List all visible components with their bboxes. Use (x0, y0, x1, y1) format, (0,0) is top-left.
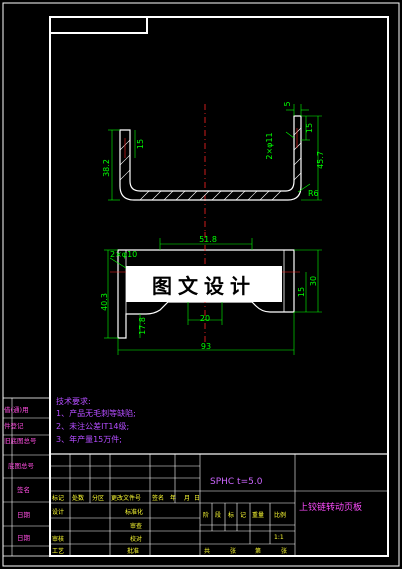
note-item-1: 1、产品无毛刺等缺陷; (56, 408, 136, 418)
lbl-proof: 审查 (130, 522, 142, 530)
note-item-3: 3、年产量15万件; (56, 434, 122, 444)
dim-hole-spec-plan: 2×φ10 (110, 250, 137, 259)
top-section-view: 38.2 15 45.7 15 5 2×φ11 R6 (102, 101, 325, 232)
sheet-total-unit: 张 (230, 547, 236, 555)
lbl-approve: 批准 (127, 547, 139, 555)
dim-right-flange: 15 (305, 123, 314, 133)
lbl-standardize: 标准化 (125, 508, 143, 516)
watermark-box (126, 266, 282, 302)
lbl-review: 审核 (52, 535, 64, 543)
dim-overall-width: 93 (201, 342, 211, 351)
dim-overall-height: 45.7 (316, 151, 325, 169)
top-left-tab (50, 17, 148, 34)
plan-dimension-lines (104, 238, 322, 355)
stage-hdr-weight: 重量 (252, 511, 264, 519)
lbl-design: 设计 (52, 508, 64, 516)
dim-thickness: 5 (283, 101, 292, 106)
dim-bend-radius: R6 (308, 189, 319, 198)
strip-label-5: 签名 (17, 485, 30, 494)
title-block: SPHC t=5.0 上铰链转动页板 标记 处数 分区 更改文件号 签名 年 月… (49, 453, 389, 557)
watermark-text: 图文设计 (152, 274, 256, 298)
strip-label-1: 借(通)用 (4, 405, 29, 414)
technical-notes: 技术要求: 1、产品无毛刺等缺陷; 2、未注公差IT14级; 3、年产量15万件… (56, 396, 136, 444)
dim-hole-spacing: 51.8 (199, 235, 217, 244)
strip-label-6: 日期 (17, 511, 31, 519)
strip-label-2: 件登记 (4, 421, 24, 430)
scale-value: 1:1 (274, 534, 284, 541)
dim-plan-right-height: 30 (309, 276, 318, 286)
hatch (119, 127, 302, 201)
hdr-zone: 分区 (92, 494, 104, 502)
dim-hole-spec: 2×φ11 (265, 132, 274, 159)
stage-hdr-2: 段 (215, 511, 221, 519)
stage-hdr-scale: 比例 (274, 511, 286, 519)
strip-label-3: 旧底图总号 (4, 436, 37, 445)
sheet-no-label: 第 (255, 547, 261, 555)
hdr-month: 月 (184, 495, 190, 502)
material-spec: SPHC t=5.0 (210, 477, 263, 487)
hdr-year: 年 (170, 494, 176, 502)
hdr-day: 日 (194, 495, 200, 502)
notes-heading: 技术要求: (56, 396, 91, 406)
hdr-count: 处数 (72, 494, 84, 502)
hdr-change-doc: 更改文件号 (111, 494, 141, 502)
dim-left-flange: 15 (136, 139, 145, 149)
left-record-strip: 借(通)用 件登记 旧底图总号 底图总号 签名 日期 日期 (2, 397, 51, 557)
lbl-check: 校对 (130, 535, 142, 543)
part-name: 上铰链转动页板 (299, 501, 362, 513)
sheet-no-unit: 张 (281, 547, 287, 555)
strip-label-7: 日期 (17, 534, 31, 542)
stage-hdr-1: 阶 (203, 511, 209, 519)
stage-hdr-4: 记 (240, 512, 246, 519)
hdr-sign: 签名 (152, 494, 164, 502)
hdr-mark: 标记 (52, 494, 64, 502)
sheet-total-label: 共 (204, 547, 210, 555)
note-item-2: 2、未注公差IT14级; (56, 421, 129, 431)
dim-bottom-gap: 20 (200, 314, 210, 323)
dim-plan-left-height: 40.3 (100, 293, 109, 311)
lbl-process: 工艺 (52, 547, 64, 555)
dim-left-height: 38.2 (102, 159, 111, 177)
strip-label-4: 底图总号 (8, 461, 35, 470)
dim-plan-right-offset: 15 (297, 287, 306, 297)
top-dimension-lines (108, 104, 322, 201)
dim-plan-left-offset: 17.8 (138, 317, 147, 335)
stage-hdr-3: 标 (228, 511, 234, 519)
